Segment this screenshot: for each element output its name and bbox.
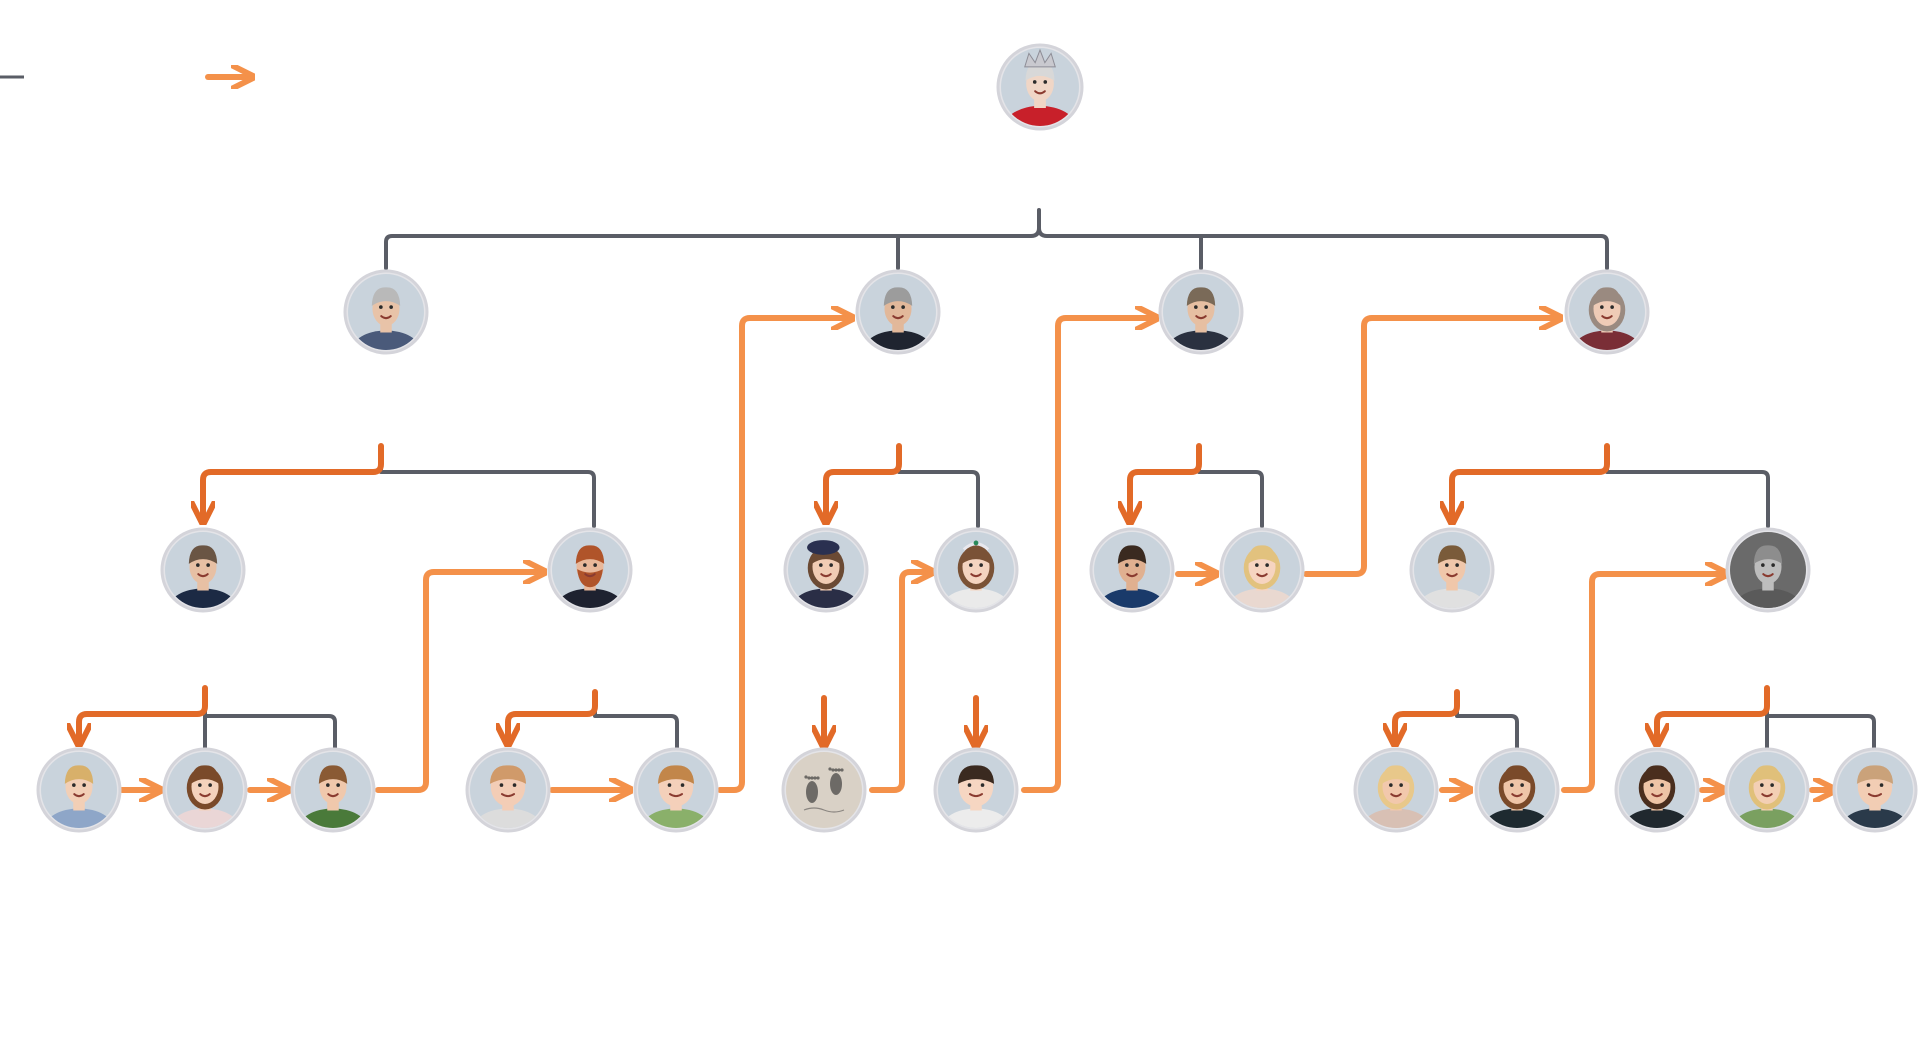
connector-peter-children	[1455, 690, 1519, 750]
portrait-girl-blonde	[1219, 527, 1305, 613]
connector-edward-children	[1197, 444, 1264, 528]
portrait-girl-blonde	[1724, 747, 1810, 833]
succession-peter-to-savannah	[1395, 689, 1460, 740]
portrait-boy-blonde	[36, 747, 122, 833]
connector-william-children	[203, 686, 337, 750]
portrait-man-gray-hair	[855, 269, 941, 355]
baby-footprints-icon	[781, 747, 867, 833]
succession-louis-to-harry	[375, 572, 540, 793]
portrait-crowned-monarch	[996, 43, 1084, 131]
connector-zara-children	[1765, 686, 1876, 750]
succession-lilibet-to-andrew	[717, 318, 848, 793]
parent-connectors	[203, 208, 1876, 750]
portrait-woman-tiara	[933, 527, 1019, 613]
portraits	[36, 43, 1918, 833]
succession-arrows	[79, 318, 1830, 790]
portrait-girl-blonde	[1353, 747, 1439, 833]
connector-queen-children	[384, 208, 1609, 270]
portrait-man-red-beard	[547, 527, 633, 613]
portrait-woman-hat	[783, 527, 869, 613]
succession-anne-to-peter	[1452, 443, 1610, 518]
succession-louise-to-anne	[1303, 318, 1556, 577]
portrait-boy	[1089, 527, 1175, 613]
portrait-man-balding	[1158, 269, 1244, 355]
connector-harry-children	[593, 690, 679, 750]
connector-anne-children	[1605, 444, 1770, 528]
portrait-baby	[465, 747, 551, 833]
succession-isla-to-zara	[1561, 574, 1722, 793]
portrait-girl-dark-hair	[1614, 747, 1700, 833]
portrait-boy	[290, 747, 376, 833]
succession-william-to-george	[79, 685, 208, 740]
succession-andrew-to-beatrice	[826, 443, 902, 518]
portrait-toddler	[633, 747, 719, 833]
connector-andrew-children	[897, 444, 980, 528]
portrait-woman-monochrome	[1725, 527, 1811, 613]
portrait-girl-brown-hair	[162, 747, 248, 833]
succession-zara-to-mia	[1657, 685, 1770, 740]
portrait-man-short-hair	[160, 527, 246, 613]
succession-sienna-to-eugenie	[869, 572, 928, 793]
portrait-man-smiling	[1409, 527, 1495, 613]
portrait-girl-brown-hair	[1474, 747, 1560, 833]
succession-august-to-edward	[1021, 318, 1152, 793]
succession-charles-to-william	[203, 443, 384, 518]
portrait-toddler	[933, 747, 1019, 833]
succession-edward-to-james	[1130, 443, 1202, 518]
portrait-man-gray-hair	[343, 269, 429, 355]
portrait-woman-red-lips	[1564, 269, 1650, 355]
succession-harry-to-archie	[508, 689, 598, 740]
portrait-baby	[1832, 747, 1918, 833]
connector-charles-children	[379, 444, 596, 528]
